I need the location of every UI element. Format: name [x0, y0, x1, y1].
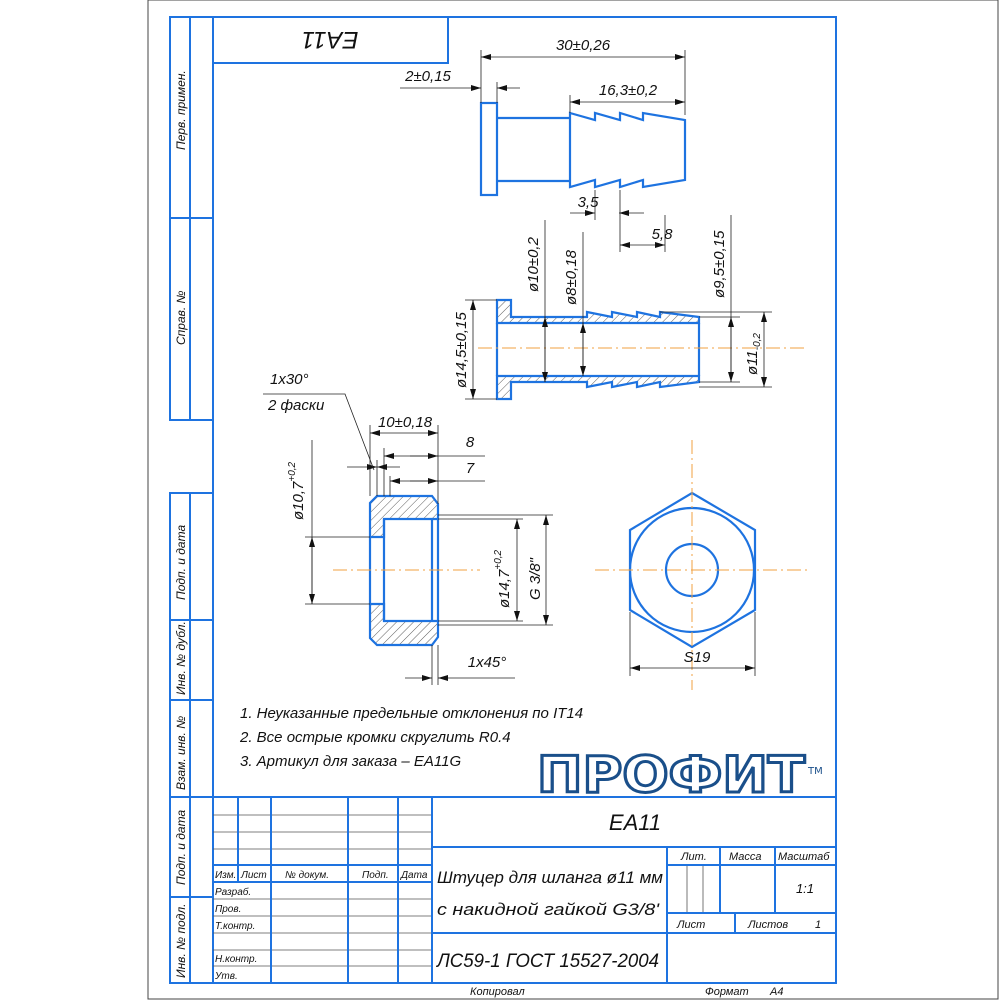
- title-material: ЛС59-1 ГОСТ 15527-2004: [435, 951, 659, 972]
- stamp-podp-data-2: Подп. и дата: [174, 810, 188, 885]
- dim-hole-diameter: ø10,7+0,2: [287, 461, 307, 520]
- stamp-inv-podl: Инв. № подл.: [174, 904, 188, 978]
- chamfer-note: 1x30°: [270, 371, 309, 388]
- copied-label: Копировал: [470, 986, 525, 998]
- sheets-value: 1: [815, 919, 821, 931]
- dim-end-diameter: ø9,5±0,15: [711, 230, 728, 298]
- note-1: 1. Неуказанные предельные отклонения по …: [240, 705, 583, 722]
- dim-across-flats: S19: [684, 649, 711, 666]
- dim-7: 7: [466, 460, 475, 477]
- nut-hex-view: S19: [595, 440, 810, 690]
- mass-label: Масса: [729, 851, 762, 863]
- profit-logo: ПРОФИТ TM: [536, 745, 823, 806]
- role-prov: Пров.: [215, 904, 241, 915]
- stamp-podp-data-1: Подп. и дата: [174, 525, 188, 600]
- dim-bore-diameter: ø8±0,18: [563, 249, 580, 305]
- header-podp: Подп.: [362, 870, 389, 881]
- scale-label: Масштаб: [778, 851, 830, 863]
- corner-code: EA11: [302, 26, 359, 53]
- title-designation: EA11: [609, 810, 661, 835]
- scale-value: 1:1: [796, 881, 814, 896]
- nut-section: 1x30° 2 фаски 10±0,18 8 7 ø10,7+0,2 ø14,…: [263, 371, 553, 685]
- title-block: EA11 Штуцер для шланга ø11 мм с накидной…: [213, 796, 836, 998]
- dim-flange-thickness: 2±0,15: [404, 68, 451, 85]
- fitting-section: ø14,5±0,15 ø10±0,2 ø8±0,18 ø9,5±0,15 ø11…: [453, 215, 805, 401]
- stamp-perv-primen: Перв. примен.: [174, 70, 188, 150]
- title-name-line1: Штуцер для шланга ø11 мм: [437, 868, 663, 887]
- role-tkontr: Т.контр.: [215, 921, 255, 932]
- sheet-label: Лист: [676, 919, 705, 931]
- header-list: Лист: [240, 870, 267, 881]
- role-razrab: Разраб.: [215, 886, 251, 898]
- notes: 1. Неуказанные предельные отклонения по …: [239, 705, 583, 770]
- title-name-line2: с накидной гайкой G3/8': [437, 900, 660, 919]
- dim-barb-diameter: ø11-0,2: [744, 333, 763, 375]
- corner-code-box: EA11: [213, 17, 449, 64]
- note-3: 3. Артикул для заказа – EA11G: [240, 753, 461, 770]
- stamp-vzam-inv: Взам. инв. №: [174, 716, 188, 790]
- dim-flange-diameter: ø14,5±0,15: [453, 312, 470, 388]
- role-nkontr: Н.контр.: [215, 954, 257, 965]
- lit-label: Лит.: [680, 851, 707, 863]
- dim-barb-pitch: 3,5: [578, 194, 600, 211]
- fitting-side-view: 30±0,26 2±0,15 16,3±0,2 3,5 5,8: [400, 37, 687, 252]
- sheet-frame: [147, 0, 999, 1000]
- dim-last-barb: 5,8: [652, 226, 674, 243]
- dim-barb-length: 16,3±0,2: [599, 82, 658, 99]
- dim-nut-length: 10±0,18: [378, 414, 433, 431]
- note-2: 2. Все острые кромки скруглить R0.4: [239, 729, 511, 746]
- stamp-inv-dubl: Инв. № дубл.: [174, 621, 188, 695]
- chamfer-count: 2 фаски: [267, 397, 325, 414]
- header-data: Дата: [400, 870, 428, 881]
- header-izm: Изм.: [215, 870, 236, 881]
- sheets-label: Листов: [747, 919, 788, 931]
- header-doc-no: № докум.: [285, 870, 329, 881]
- format-value: A4: [769, 986, 783, 998]
- dim-total-length: 30±0,26: [556, 37, 611, 54]
- dim-8: 8: [466, 434, 475, 451]
- logo-text: ПРОФИТ: [537, 746, 805, 804]
- dim-nut-bore-diameter: ø14,7+0,2: [493, 549, 513, 608]
- role-utv: Утв.: [214, 971, 238, 982]
- dim-nut-chamfer: 1x45°: [468, 654, 507, 671]
- side-stamp-labels: Перв. примен. Справ. № Подп. и дата Инв.…: [174, 70, 188, 978]
- logo-tm: TM: [807, 766, 823, 777]
- stamp-sprav-no: Справ. №: [174, 290, 188, 345]
- dim-outer-diameter: ø10±0,2: [525, 236, 542, 292]
- format-label: Формат: [705, 986, 749, 998]
- dim-thread: G 3/8": [527, 557, 544, 600]
